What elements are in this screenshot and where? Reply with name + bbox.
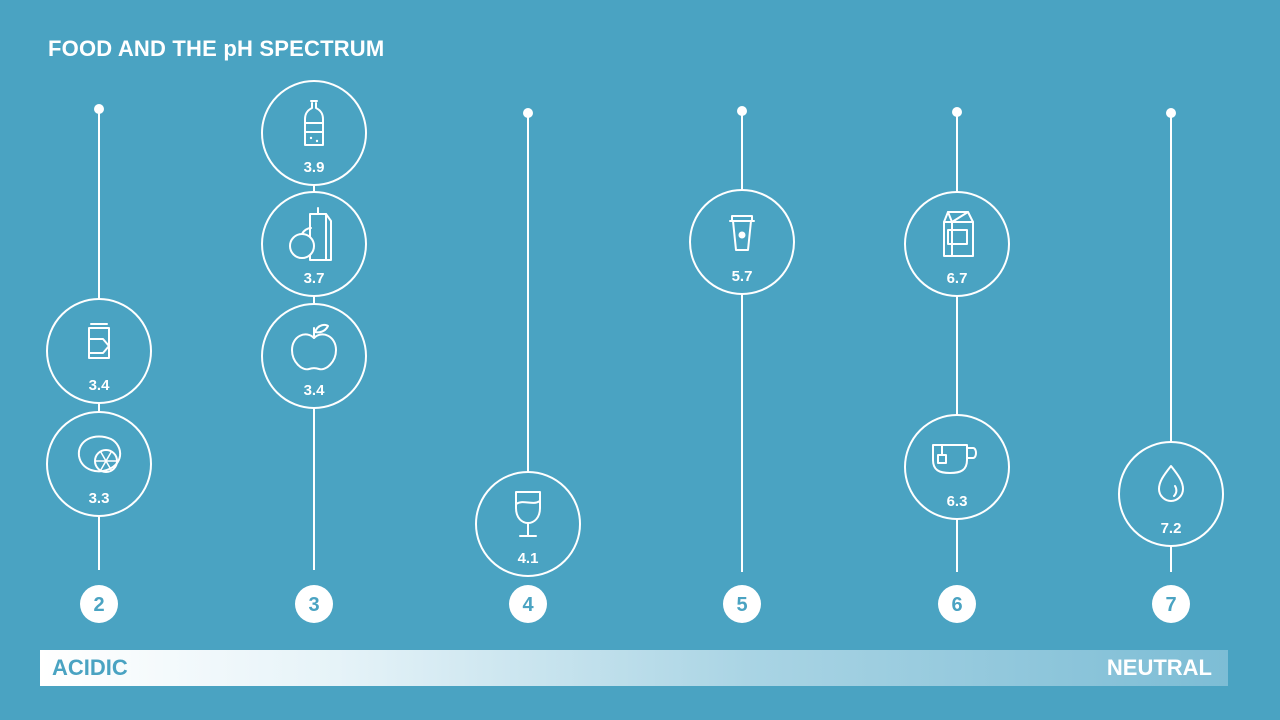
- food-circle: [261, 303, 367, 409]
- ph-value-label: 3.9: [304, 159, 325, 176]
- ph-value-label: 6.3: [947, 493, 968, 510]
- ph-number-badge: [723, 585, 761, 623]
- ph-number-badge: [295, 585, 333, 623]
- tea-cup-icon: [932, 444, 977, 474]
- food-item: 3.4: [261, 303, 367, 409]
- soda-can-icon: [88, 323, 110, 359]
- ph-number-label: 3: [308, 594, 319, 616]
- ph-value-label: 3.4: [89, 377, 111, 394]
- food-circle: [689, 189, 795, 295]
- food-item: 6.7: [904, 191, 1010, 297]
- acidic-label: ACIDIC: [52, 655, 128, 680]
- food-item: 5.7: [689, 189, 795, 295]
- column-end-dot: [952, 107, 962, 117]
- ph-column-3: 3.9 3.7 3.4 3: [261, 80, 367, 623]
- ph-scale-bar: ACIDIC NEUTRAL: [40, 650, 1228, 686]
- coffee-cup-icon: [729, 215, 755, 251]
- food-item: 3.9: [261, 80, 367, 186]
- food-circle: [46, 298, 152, 404]
- food-item: 4.1: [475, 471, 581, 577]
- ph-column-6: 6.7 6.3 6: [904, 107, 1010, 623]
- ph-value-label: 3.3: [89, 490, 110, 507]
- food-item: 6.3: [904, 414, 1010, 520]
- ph-number-badge: [80, 585, 118, 623]
- ph-number-badge: [1152, 585, 1190, 623]
- food-item: 3.4: [46, 298, 152, 404]
- food-circle: [46, 411, 152, 517]
- bottle-icon: [304, 100, 324, 146]
- ph-value-label: 4.1: [518, 550, 539, 567]
- ph-value-label: 3.4: [304, 382, 326, 399]
- neutral-label: NEUTRAL: [1106, 655, 1212, 680]
- ph-number-label: 2: [93, 594, 104, 616]
- food-item: 3.3: [46, 411, 152, 517]
- ph-number-badge: [938, 585, 976, 623]
- ph-number-label: 7: [1165, 594, 1176, 616]
- ph-column-7: 7.27: [1118, 108, 1224, 623]
- food-circle: [904, 414, 1010, 520]
- juice-box-orange-icon: [289, 207, 332, 261]
- ph-number-label: 5: [736, 594, 747, 616]
- lemon-icon: [77, 435, 122, 473]
- column-end-dot: [94, 104, 104, 114]
- ph-value-label: 3.7: [304, 270, 325, 287]
- column-end-dot: [523, 108, 533, 118]
- column-end-dot: [737, 106, 747, 116]
- food-item: 3.7: [261, 191, 367, 297]
- ph-column-4: 4.14: [475, 108, 581, 623]
- ph-number-label: 6: [951, 594, 962, 616]
- ph-number-label: 4: [522, 594, 534, 616]
- apple-icon: [291, 323, 337, 371]
- column-end-dot: [1166, 108, 1176, 118]
- ph-number-badge: [509, 585, 547, 623]
- ph-column-5: 5.75: [689, 106, 795, 623]
- ph-value-label: 6.7: [947, 270, 968, 287]
- ph-column-2: 3.4 3.3 2: [46, 104, 152, 623]
- ph-diagram: 3.43.323.93.73.434.145.756.76.367.27: [46, 80, 1224, 623]
- water-drop-icon: [1158, 465, 1184, 502]
- food-item: 7.2: [1118, 441, 1224, 547]
- page-title: FOOD AND THE pH SPECTRUM: [48, 36, 385, 61]
- milk-carton-icon: [943, 211, 974, 257]
- wine-glass-icon: [515, 491, 541, 537]
- food-circle: [1118, 441, 1224, 547]
- ph-value-label: 5.7: [732, 268, 753, 285]
- ph-value-label: 7.2: [1161, 520, 1182, 537]
